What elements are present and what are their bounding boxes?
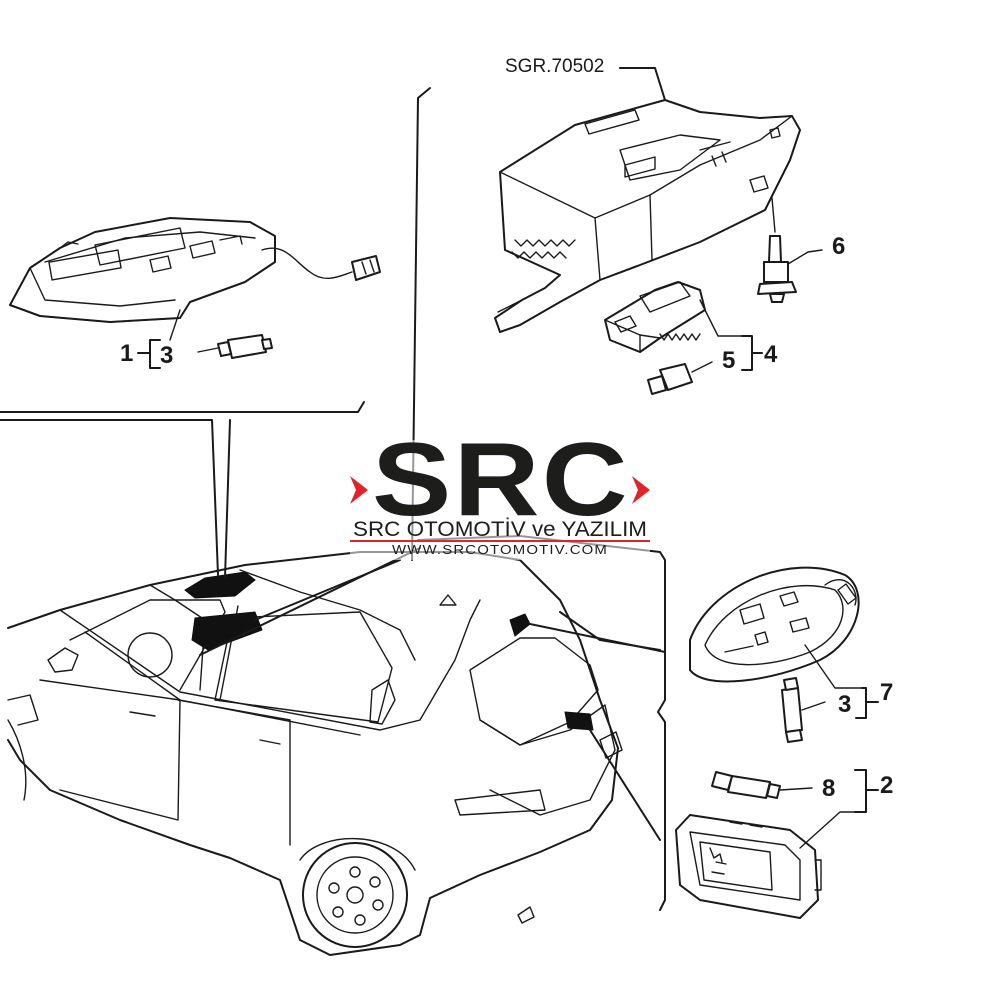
bulb-wedge-glovebox: [647, 361, 713, 395]
logo-subtitle: SRC OTOMOTİV ve YAZILIM: [353, 518, 647, 541]
callout-group-3-7: 3 7: [838, 679, 893, 719]
callout-7-label: 7: [880, 679, 893, 706]
callout-group-4-5: 5 4: [722, 335, 778, 374]
callout-6-label: 6: [832, 233, 845, 260]
car-hatchback-outline: [7, 551, 623, 956]
front-dome-light-assembly: [9, 217, 381, 341]
callout-4-label: 4: [764, 341, 778, 368]
src-watermark-logo: SRC SRC OTOMOTİV ve YAZILIM WWW.SRCOTOMO…: [350, 422, 650, 560]
rear-roof-lamp-assembly: [689, 566, 863, 689]
bulb-festoon-middle-right: [781, 677, 826, 743]
callout-3b-label: 3: [838, 691, 851, 718]
callout-5-label: 5: [722, 347, 735, 374]
glovebox-lamp-housing: [604, 281, 743, 353]
callout-3-label: 3: [160, 342, 173, 369]
luggage-lamp-housing: [675, 811, 863, 919]
reference-code: SGR.70502: [505, 56, 604, 77]
glovebox-assembly: SGR.70502: [494, 56, 801, 333]
logo-url: WWW.SRCOTOMOTIV.COM: [392, 542, 608, 557]
lamp-location-markers: [0, 419, 666, 841]
callout-group-1-3: 1 3: [120, 339, 173, 369]
logo-left-chevron: [350, 476, 368, 504]
logo-underline: [350, 540, 650, 542]
callout-2-label: 2: [880, 772, 893, 799]
bulb-festoon-bottom-right: [711, 771, 813, 799]
callout-1-label: 1: [120, 340, 133, 367]
bulb-festoon-top-left: [197, 334, 273, 359]
callout-group-8-2: 8 2: [822, 769, 893, 813]
callout-8-label: 8: [822, 775, 835, 802]
glovebox-switch-pin: 6: [757, 233, 845, 303]
logo-right-chevron: [632, 476, 650, 504]
logo-title: SRC: [372, 422, 630, 538]
